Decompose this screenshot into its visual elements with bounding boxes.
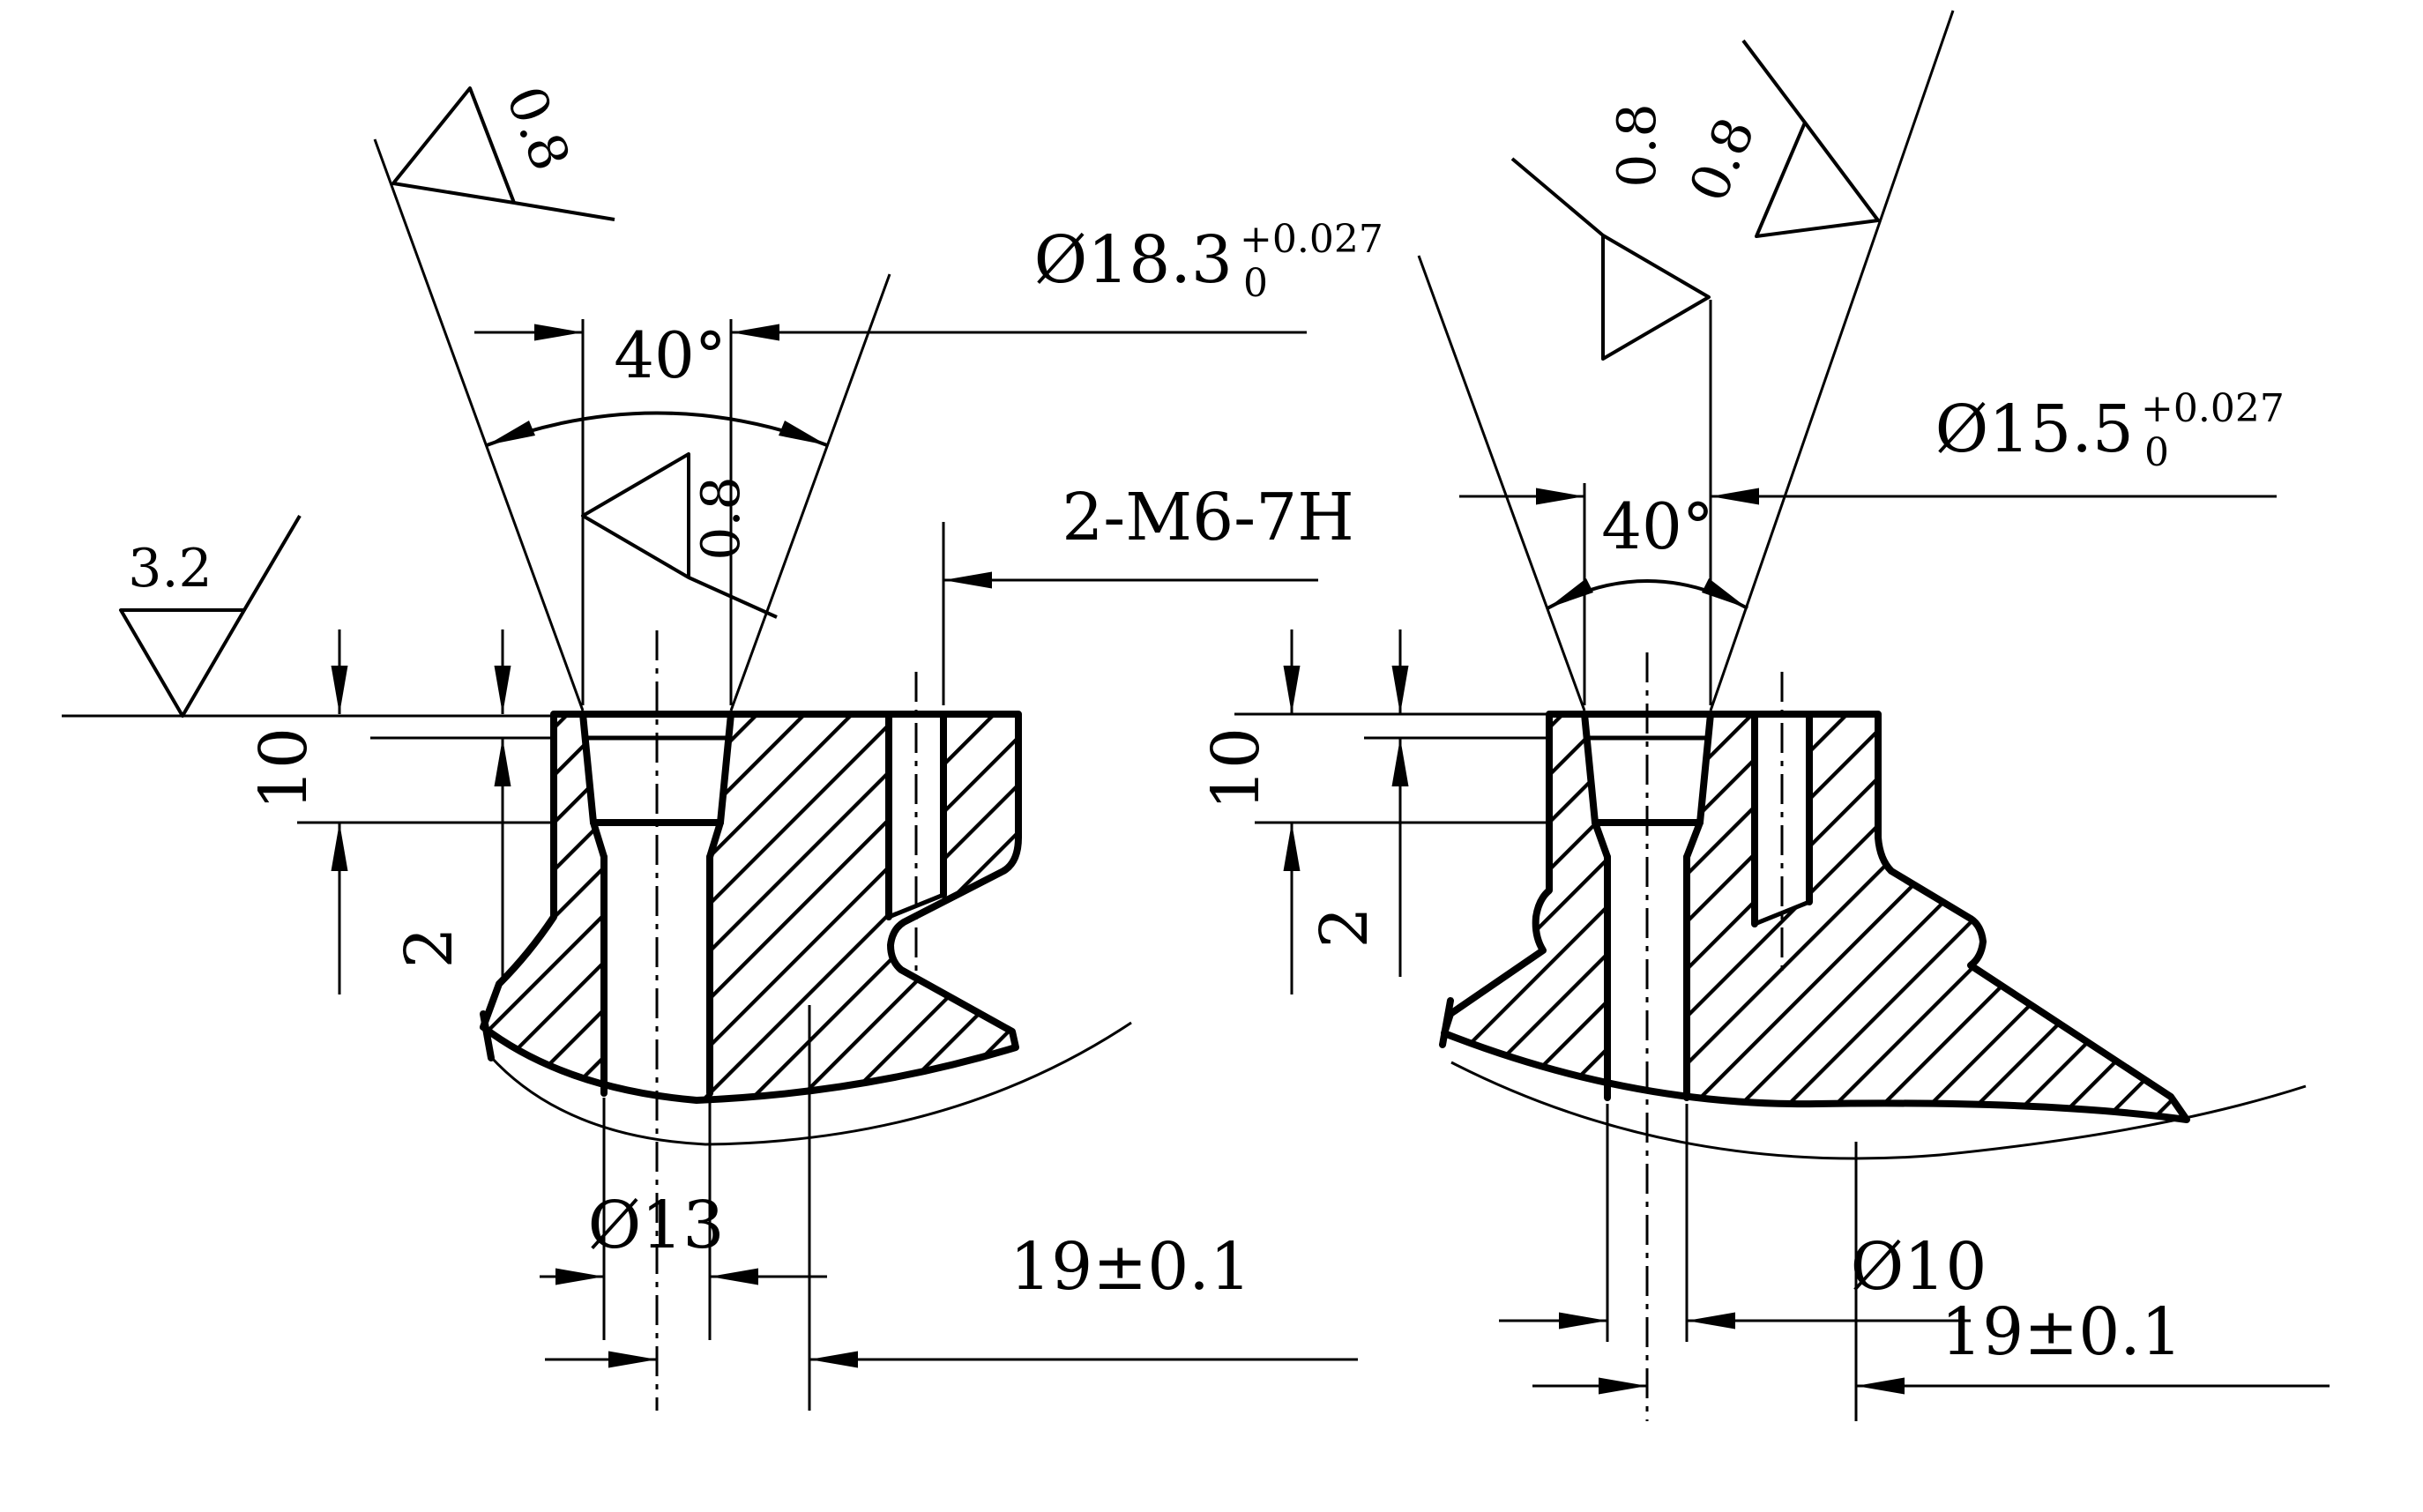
right-seat-angle-label: 40° [1601,489,1714,563]
left-flange-tip-face [480,1010,495,1061]
left-arrow-arc-right [779,421,827,445]
left-arrow-thread-leader [943,571,992,589]
left-arrow-locating-right [809,1351,858,1368]
right-arrow-lip-top [1391,666,1409,714]
right-arrow-lip-bottom [1391,738,1409,786]
left-lip-label: 2 [391,927,467,968]
left-arrow-depth-bottom [331,823,348,871]
right-arrow-locating-right [1856,1377,1905,1395]
left-thread-note-label: 2-M6-7H [1062,480,1354,555]
left-arrow-lip-bottom [494,738,511,786]
left-view: 3.2 0.8 0.8 40° Ø18.3 +0.027 0 2-M6-7H 1… [62,78,1383,1411]
left-seat-tol-lower: 0 [1243,261,1268,306]
right-bore-cutout [1584,710,1711,1098]
right-roughness-seat: 0.8 [1510,103,1711,361]
left-roughness-seat: 0.8 [581,452,778,619]
right-seat-wall-left [1581,711,1599,826]
right-cone-line-right [1709,10,1955,711]
left-arrow-depth-top [331,666,348,714]
right-arrow-depth-bottom [1283,823,1301,871]
left-depth-label: 10 [246,727,322,810]
left-chamfer-right [706,819,724,860]
left-locating-label: 19±0.1 [1010,1229,1251,1305]
right-seat-tol-upper: +0.027 [2141,386,2285,431]
right-arrow-depth-top [1283,666,1301,714]
right-cone-line-left [1417,255,1586,711]
right-bore-diameter-label: Ø10 [1851,1229,1987,1305]
right-depth-label: 10 [1198,727,1274,810]
left-arrow-bore-right [710,1268,758,1285]
right-seat-wall-right [1696,711,1714,826]
left-arrow-locating-left [608,1351,657,1368]
left-arrow-bore-left [555,1268,604,1285]
left-roughness-top-face-value: 3.2 [128,538,212,600]
left-arrow-arc-left [487,421,535,445]
left-seat-angle-label: 40° [614,318,727,392]
left-cone-line-left [373,138,585,711]
right-locating-label: 19±0.1 [1941,1294,2182,1370]
right-arrow-bore-left [1559,1312,1607,1330]
right-arrow-arc-left [1547,578,1593,608]
left-bore-diameter-label: Ø13 [588,1188,725,1263]
right-part-outline [1441,711,2190,1123]
left-seat-diameter-label: Ø18.3 [1034,222,1233,298]
right-thread-hole-bottom [1752,899,1812,927]
left-arrow-lip-top [494,666,511,714]
right-flange-tip-face [1439,997,1454,1048]
left-seat-wall-right [717,711,734,826]
left-arrow-seatdia-left [534,324,583,341]
left-roughness-top-face: 3.2 [119,514,302,718]
right-seat-diameter-label: Ø15.5 [1935,391,2134,467]
right-chamfer-right [1683,819,1704,860]
right-view: 0.8 0.8 40° Ø15.5 +0.027 0 10 2 Ø10 19±0… [1198,10,2330,1421]
right-seat-tol-lower: 0 [2144,430,2169,475]
right-lip-label: 2 [1307,906,1383,948]
right-arrow-seatdia-right [1711,488,1759,505]
left-arrow-seatdia-right [731,324,779,341]
right-roughness-seat-value: 0.8 [1607,103,1668,187]
right-arrow-locating-left [1599,1377,1647,1395]
right-break-line [1450,1061,2307,1160]
right-arrow-seatdia-left [1536,488,1584,505]
right-chamfer-left [1592,819,1611,860]
left-chamfer-left [590,819,608,860]
left-break-line [488,1021,1132,1146]
left-seat-wall-left [579,711,597,826]
left-roughness-seat-value: 0.8 [690,476,752,560]
right-arrow-arc-right [1702,578,1748,608]
left-seat-tol-upper: +0.027 [1240,217,1383,262]
left-cone-line-right [729,273,891,711]
right-arrow-bore-right [1687,1312,1735,1330]
